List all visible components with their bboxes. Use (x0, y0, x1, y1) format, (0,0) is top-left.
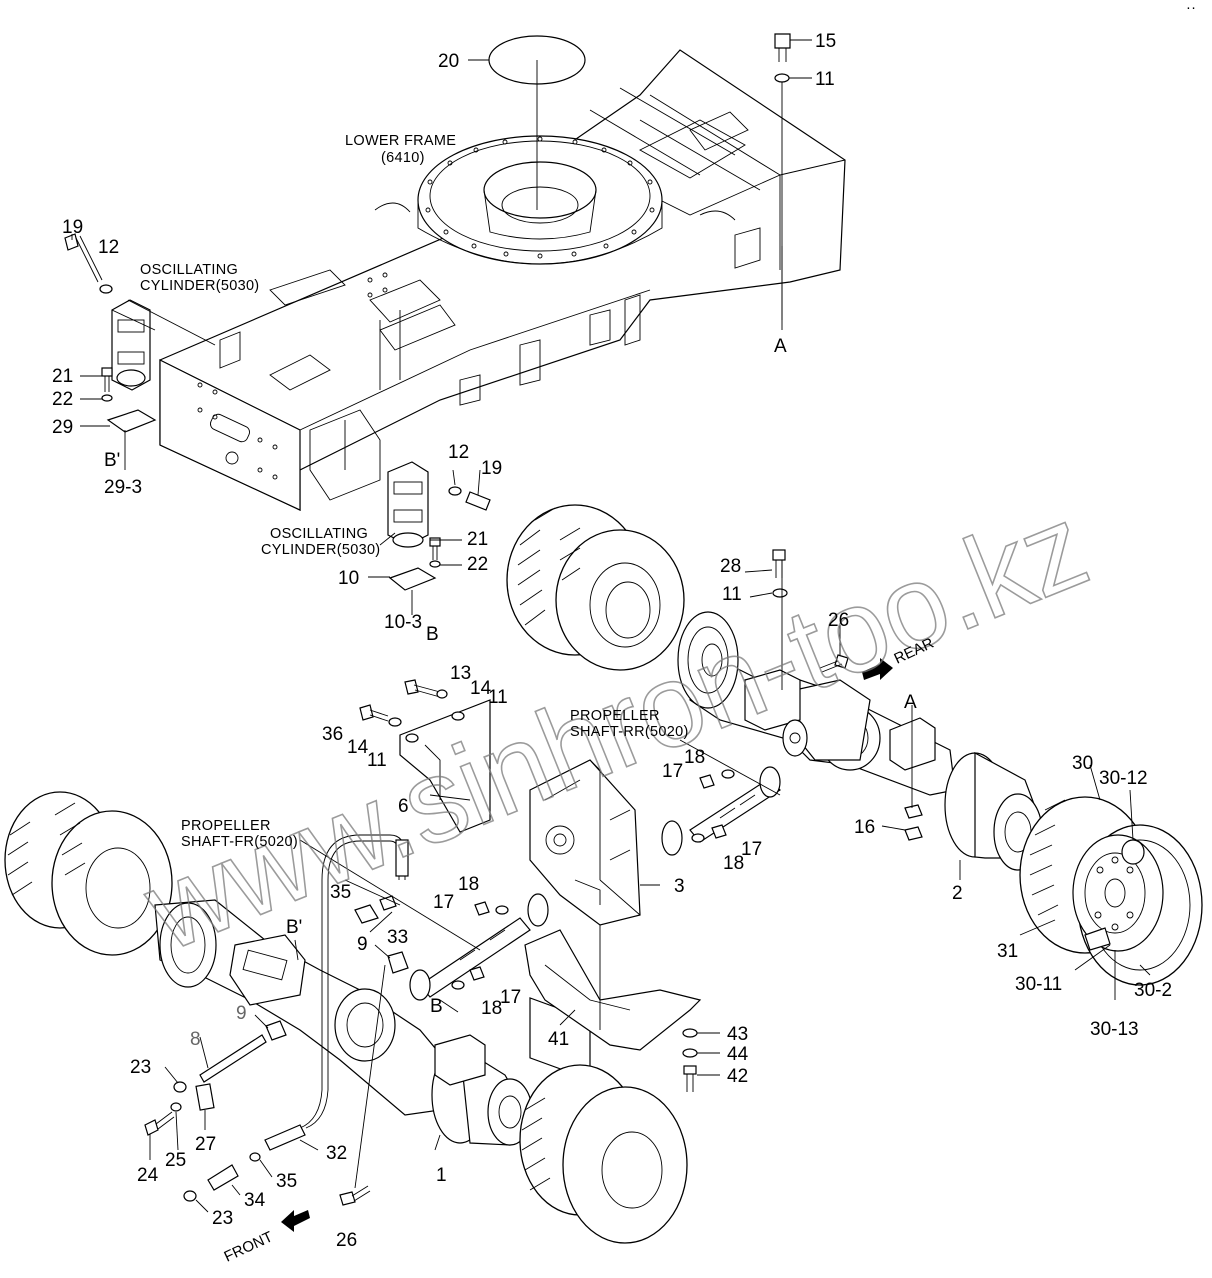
rear-arrow (862, 658, 893, 680)
callout-30-11: 30-11 (1015, 974, 1062, 995)
callout-44: 44 (727, 1044, 749, 1065)
oscillating-cylinder-upper (111, 299, 151, 391)
callout-17: 17 (433, 892, 454, 913)
callout-9: 9 (236, 1003, 247, 1024)
lower-frame-code: (6410) (381, 150, 425, 166)
callout-29-3: 29-3 (104, 477, 142, 498)
pad-29 (106, 409, 157, 433)
callout-11: 11 (488, 687, 508, 708)
front-direction-label: FRONT (222, 1228, 276, 1265)
callout-32: 32 (326, 1143, 347, 1164)
callout-14: 14 (470, 678, 492, 699)
front-arrow (281, 1210, 310, 1232)
callout-2: 2 (952, 883, 963, 904)
oscillating-cylinder-lower (387, 461, 429, 548)
callout-34: 34 (244, 1190, 266, 1211)
callout-22: 22 (52, 389, 73, 410)
lower-frame (159, 49, 846, 511)
callout-16: 16 (854, 817, 875, 838)
callout-24: 24 (137, 1165, 159, 1186)
callout-22: 22 (467, 554, 488, 575)
pad-10 (388, 567, 437, 591)
callout-11: 11 (367, 750, 387, 771)
propeller-shaft-fr (409, 893, 549, 1001)
callout-23: 23 (130, 1057, 151, 1078)
callout-12: 12 (448, 442, 469, 463)
callout-33: 33 (387, 927, 408, 948)
oscillating-cylinder-code-lower: CYLINDER(5030) (261, 542, 380, 558)
callout-26: 26 (828, 610, 849, 631)
callout-14: 14 (347, 737, 369, 758)
hose-fitting-top (395, 839, 409, 877)
callout-23: 23 (212, 1208, 233, 1229)
callout-18: 18 (684, 747, 705, 768)
propeller-shaft-rr-label: PROPELLER (570, 708, 660, 724)
callout-18: 18 (481, 998, 502, 1019)
callout-3: 3 (674, 876, 685, 897)
callout-15: 15 (815, 31, 836, 52)
callout-41: 41 (548, 1029, 569, 1050)
callout-26: 26 (336, 1230, 357, 1251)
ref-a-upper: A (774, 336, 787, 357)
callout-30-12: 30-12 (1099, 768, 1148, 789)
callout-19: 19 (62, 217, 83, 238)
callout-6: 6 (398, 796, 409, 817)
lower-frame-label: LOWER FRAME (345, 133, 456, 149)
callout-31: 31 (997, 941, 1018, 962)
callout-30-13: 30-13 (1090, 1019, 1139, 1040)
callout-11: 11 (722, 584, 742, 605)
ref-b-upper: B (426, 624, 439, 645)
rear-wheel-tire (1019, 796, 1203, 986)
callout-43: 43 (727, 1024, 748, 1045)
propeller-shaft-fr-code: SHAFT-FR(5020) (181, 834, 298, 850)
callout-35: 35 (276, 1171, 297, 1192)
hose-fitting-bottom (264, 1124, 306, 1151)
callout-1: 1 (436, 1165, 447, 1186)
callout-30-2: 30-2 (1134, 980, 1172, 1001)
callout-18: 18 (723, 853, 744, 874)
callout-27: 27 (195, 1134, 216, 1155)
callout-17: 17 (741, 839, 762, 860)
callout-18: 18 (458, 874, 479, 895)
corner-mark: ·· (1186, 0, 1196, 16)
callouts: 20 15 11 19 12 21 22 29 29-3 12 19 21 22… (52, 31, 1172, 1251)
propeller-shaft-rr (661, 766, 781, 856)
propeller-shaft-fr-label: PROPELLER (181, 818, 271, 834)
callout-17: 17 (662, 761, 683, 782)
leader-lines (71, 39, 1151, 1213)
callout-21: 21 (467, 529, 488, 550)
callout-35: 35 (330, 882, 351, 903)
callout-9: 9 (357, 934, 368, 955)
ref-b-prime-upper: B' (104, 450, 120, 471)
callout-17: 17 (500, 987, 521, 1008)
callout-10: 10 (338, 568, 359, 589)
hardware (64, 33, 923, 1206)
callout-20: 20 (438, 51, 459, 72)
callout-12: 12 (98, 237, 119, 258)
ref-a-lower: A (904, 692, 917, 713)
callout-28: 28 (720, 556, 741, 577)
bracket-41 (524, 929, 702, 1051)
callout-29: 29 (52, 417, 73, 438)
callout-30: 30 (1072, 753, 1093, 774)
ref-b-lower: B (430, 996, 443, 1017)
callout-36: 36 (322, 724, 343, 745)
callout-19: 19 (481, 458, 502, 479)
callout-11: 11 (815, 69, 835, 90)
oscillating-cylinder-label-lower: OSCILLATING (270, 526, 368, 542)
callout-25: 25 (165, 1150, 186, 1171)
callout-21: 21 (52, 366, 73, 387)
callout-10-3: 10-3 (384, 612, 422, 633)
ref-b-prime-lower: B' (286, 917, 302, 938)
oscillating-cylinder-label-upper: OSCILLATING (140, 262, 238, 278)
callout-42: 42 (727, 1066, 748, 1087)
bracket-6 (399, 699, 491, 833)
callout-8: 8 (190, 1029, 201, 1050)
oscillating-cylinder-code-upper: CYLINDER(5030) (140, 278, 259, 294)
callout-13: 13 (450, 663, 471, 684)
propeller-shaft-rr-code: SHAFT-RR(5020) (570, 724, 689, 740)
